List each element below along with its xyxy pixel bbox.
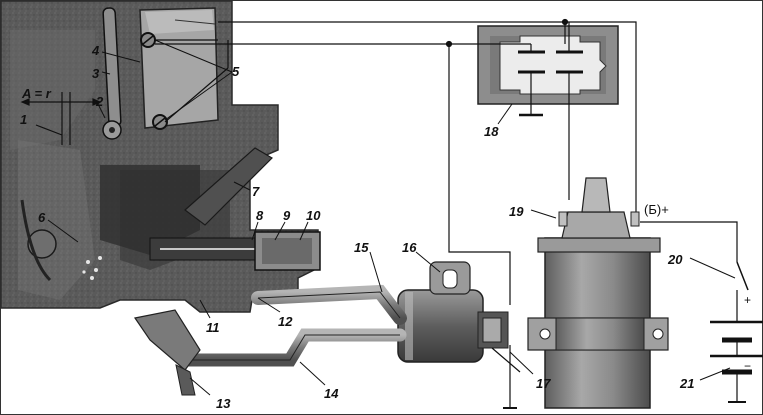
solenoid-valve [397, 261, 521, 373]
ignition-coil [527, 177, 669, 409]
battery [710, 320, 763, 375]
label-7: 7 [252, 184, 260, 199]
label-20: 20 [667, 252, 683, 267]
label-17: 17 [536, 376, 551, 391]
label-21: 21 [679, 376, 694, 391]
label-13: 13 [216, 396, 231, 411]
ignition-switch [736, 261, 749, 291]
fuel-drops [82, 256, 102, 280]
label-12: 12 [278, 314, 293, 329]
label-4: 4 [91, 43, 100, 58]
label-1: 1 [20, 112, 27, 127]
float [20, 199, 57, 282]
fitting [133, 309, 201, 396]
idle-jet-assembly [149, 231, 321, 271]
carburetor-body [0, 0, 319, 313]
label-3: 3 [92, 66, 100, 81]
label-16: 16 [402, 240, 417, 255]
cover-plate [139, 7, 219, 129]
label-5: 5 [232, 64, 240, 79]
wiring [155, 18, 746, 409]
label-9: 9 [283, 208, 291, 223]
label-19: 19 [509, 204, 524, 219]
label-battery-plus: + [744, 293, 751, 307]
label-14: 14 [324, 386, 339, 401]
label-6: 6 [38, 210, 46, 225]
label-8: 8 [256, 208, 264, 223]
label-18: 18 [484, 124, 499, 139]
label-clearance: A = r [21, 86, 52, 101]
label-coil-terminal-b: (Б)+ [644, 202, 669, 217]
label-2: 2 [95, 94, 104, 109]
clearance-marker [20, 92, 102, 145]
idle-channel [184, 147, 273, 226]
label-15: 15 [354, 240, 369, 255]
label-10: 10 [306, 208, 321, 223]
label-11: 11 [206, 320, 220, 335]
relay [477, 22, 619, 200]
label-battery-minus: − [744, 359, 751, 373]
leader-lines [47, 39, 736, 396]
